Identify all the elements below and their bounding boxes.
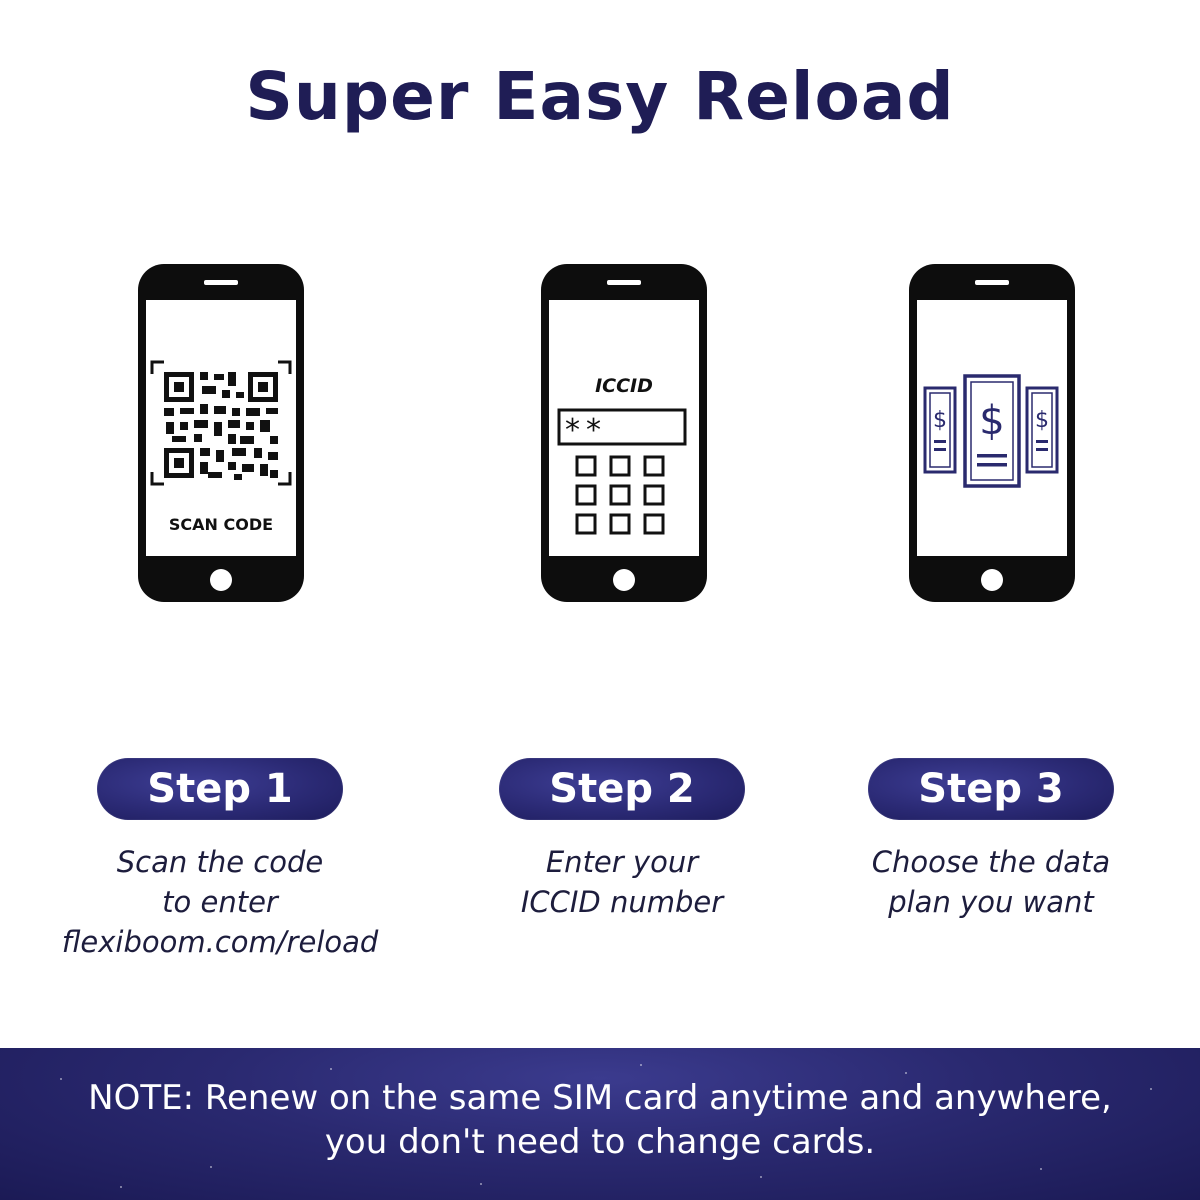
iccid-field-value: ** [565, 413, 607, 448]
step-2-description-line: ICCID number [520, 885, 724, 919]
phone-data-plan-icon: $ $ $ [907, 262, 1077, 604]
iccid-label: ICCID [595, 375, 653, 397]
note-line-1: NOTE: Renew on the same SIM card anytime… [88, 1078, 1112, 1118]
svg-text:$: $ [979, 398, 1004, 444]
step-3-description-line: plan you want [888, 885, 1094, 919]
step-1-description-line: to enter [162, 885, 278, 919]
step-2-description: Enter your ICCID number [412, 842, 832, 922]
step-3-badge: Step 3 [868, 758, 1114, 820]
step-1-badge: Step 1 [97, 758, 343, 820]
step-3-description: Choose the data plan you want [781, 842, 1200, 922]
money-card-right-icon: $ [1025, 386, 1059, 474]
step-1-description: Scan the code to enter flexiboom.com/rel… [10, 842, 430, 962]
step-3-description-line: Choose the data [871, 845, 1111, 879]
svg-text:$: $ [1035, 408, 1049, 433]
scan-code-label: SCAN CODE [169, 515, 273, 534]
note-text: NOTE: Renew on the same SIM card anytime… [0, 1076, 1200, 1164]
phone-iccid-keypad-icon: ICCID ** [539, 262, 709, 604]
qr-code-icon [150, 360, 292, 486]
phone-scan-code-icon: SCAN CODE [136, 262, 306, 604]
page-title: Super Easy Reload [245, 58, 955, 135]
keypad-icon [575, 455, 665, 535]
step-1-description-line: flexiboom.com/reload [61, 925, 379, 959]
iccid-field-icon [557, 408, 687, 446]
note-line-2: you don't need to change cards. [324, 1122, 876, 1162]
step-2-badge: Step 2 [499, 758, 745, 820]
note-banner: NOTE: Renew on the same SIM card anytime… [0, 1048, 1200, 1200]
step-1-description-line: Scan the code [116, 845, 324, 879]
svg-text:$: $ [933, 408, 947, 433]
money-card-left-icon: $ [923, 386, 957, 474]
step-2-description-line: Enter your [545, 845, 699, 879]
money-card-center-icon: $ [963, 374, 1021, 488]
